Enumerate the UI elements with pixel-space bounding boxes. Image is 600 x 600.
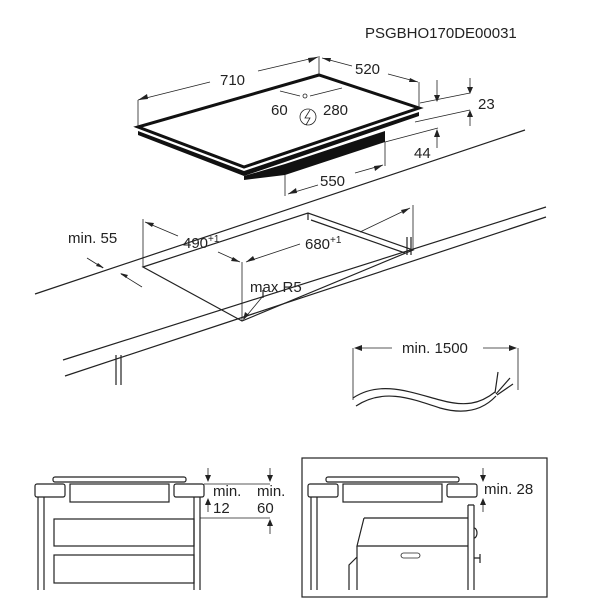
min-12-value: 12 xyxy=(213,500,230,517)
min-60-value: 60 xyxy=(257,500,274,517)
cutout-depth-label: 490+1 xyxy=(183,234,220,252)
connection-offset-60-label: 60 xyxy=(271,102,288,119)
cutout-width-label: 680+1 xyxy=(305,235,342,253)
hob-width-label: 710 xyxy=(220,72,245,89)
hob-depth-label: 520 xyxy=(355,61,380,78)
min-28-label: min. 28 xyxy=(484,481,533,498)
hob-3d xyxy=(133,73,424,180)
corner-radius-label: max R5 xyxy=(250,279,302,296)
hob-thickness-label: 23 xyxy=(478,96,495,113)
cutout xyxy=(141,205,415,322)
min-edge-label: min. 55 xyxy=(68,230,117,247)
power-cable xyxy=(352,345,519,412)
under-height-label: 44 xyxy=(414,145,431,162)
section-drawers xyxy=(34,468,273,590)
section-oven xyxy=(301,457,548,598)
electric-connection-icon xyxy=(299,108,317,126)
countertop xyxy=(34,129,547,385)
cable-length-label: min. 1500 xyxy=(402,340,468,357)
connection-offset-280-label: 280 xyxy=(323,102,348,119)
min-12-label: min. xyxy=(213,483,241,500)
drawing-code: PSGBHO170DE00031 xyxy=(365,25,517,42)
min-60-label: min. xyxy=(257,483,285,500)
under-width-label: 550 xyxy=(320,173,345,190)
